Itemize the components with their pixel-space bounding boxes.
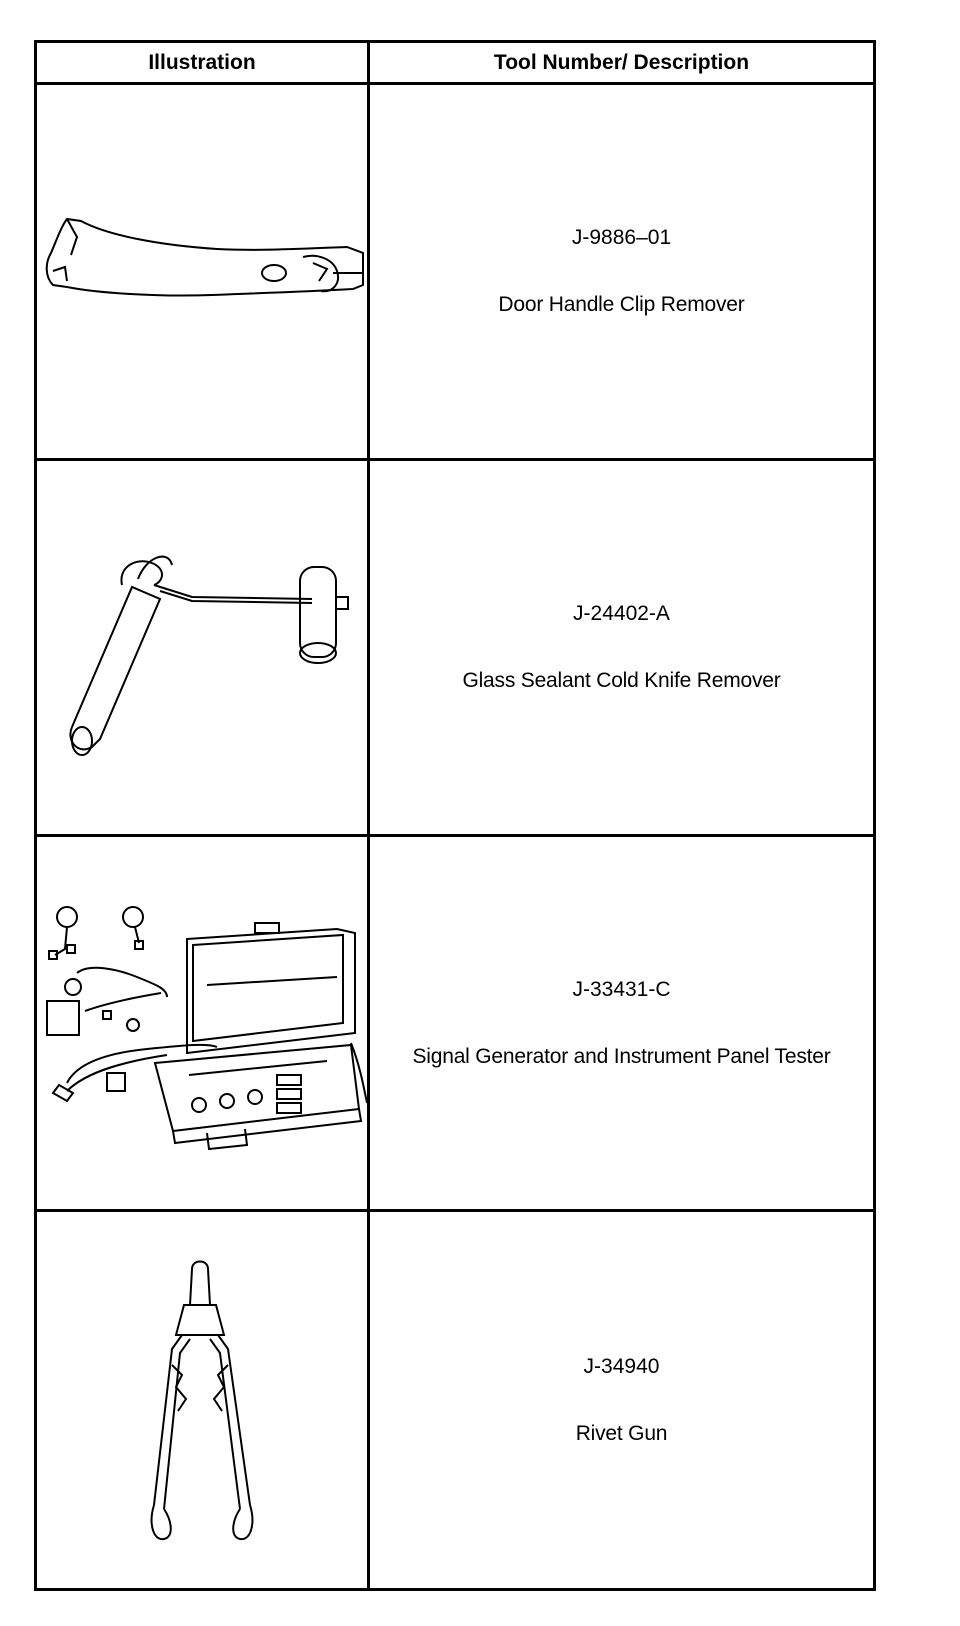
tool-description: Door Handle Clip Remover [498, 293, 745, 317]
table-row-illustration [37, 460, 370, 837]
tool-number: J-33431-C [572, 977, 671, 1001]
table-row-illustration [37, 1212, 370, 1588]
tool-number: J-24402-A [573, 601, 670, 625]
tool-number: J-34940 [583, 1354, 660, 1378]
rivet-gun-icon [132, 1255, 272, 1545]
signal-tester-icon [37, 893, 367, 1153]
clip-remover-icon [37, 211, 367, 331]
tool-description: Signal Generator and Instrument Panel Te… [412, 1044, 831, 1068]
table-row-description: J-24402-A Glass Sealant Cold Knife Remov… [370, 461, 873, 837]
table-row-illustration [37, 85, 370, 461]
header-tool-description: Tool Number/ Description [370, 43, 873, 85]
table-row-illustration [37, 836, 370, 1213]
cold-knife-icon [42, 527, 362, 767]
tool-number: J-9886–01 [571, 226, 672, 250]
table-row-description: J-33431-C Signal Generator and Instrumen… [370, 837, 873, 1213]
header-illustration: Illustration [37, 43, 370, 85]
tool-table: Illustration Tool Number/ Description J-… [34, 40, 876, 1591]
tool-description: Rivet Gun [575, 1422, 668, 1446]
tool-description: Glass Sealant Cold Knife Remover [462, 669, 781, 693]
table-row-description: J-34940 Rivet Gun [370, 1212, 873, 1588]
table-row-description: J-9886–01 Door Handle Clip Remover [370, 85, 873, 461]
